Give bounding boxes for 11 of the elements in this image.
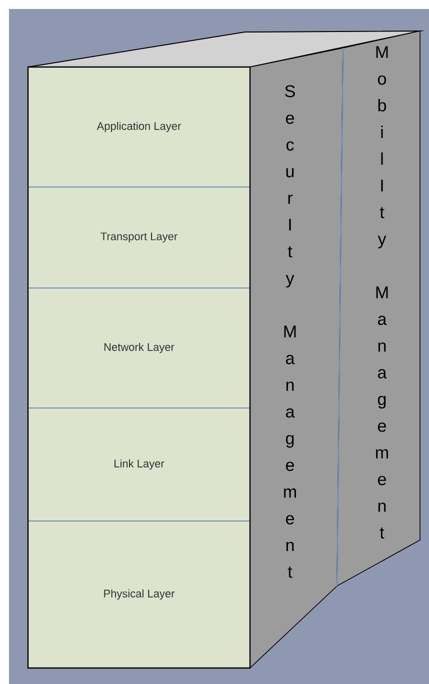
node-label: Application Layer <box>96 122 181 132</box>
node-label: Physical Layer <box>104 589 175 600</box>
layer-box: Application Layer <box>28 67 250 187</box>
layer-box: Link Layer <box>28 408 250 521</box>
layer-box: Transport Layer <box>28 187 250 288</box>
node-label: Transport Layer <box>100 232 178 242</box>
layer-box: Network Layer <box>28 288 250 408</box>
node-label: MobilIty Management <box>376 46 388 539</box>
node-label: Network Layer <box>104 342 174 354</box>
layer-box: Physical Layer <box>28 521 250 668</box>
node-label: Link Layer <box>114 459 164 470</box>
